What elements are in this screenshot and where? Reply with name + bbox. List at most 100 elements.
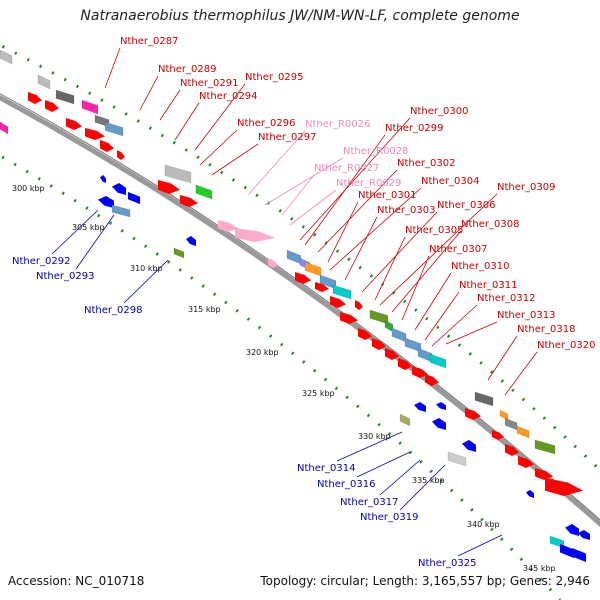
label-leaders: [51, 47, 538, 557]
forward-gene-arrow: [518, 456, 534, 468]
leader-line: [414, 272, 452, 331]
leader-line: [247, 130, 306, 196]
forward-gene-arrow: [385, 348, 399, 360]
gene-label-forward: Nther_0296: [237, 118, 295, 129]
forward-gene-arrow: [330, 296, 346, 308]
gene-label-reverse: Nther_0314: [297, 463, 355, 474]
forward-gene-arrow: [505, 444, 519, 456]
leader-line: [317, 169, 398, 253]
leader-line: [401, 255, 430, 321]
gene-label-reverse: Nther_0292: [12, 256, 70, 267]
gene-label-forward: Nther_0307: [429, 244, 487, 255]
reverse-gene-arrow: [462, 440, 476, 452]
gene-label-forward: Nther_0302: [397, 158, 455, 169]
forward-gene-arrow: [66, 118, 82, 130]
reverse-gene-arrow: [432, 418, 446, 430]
gene-label-reverse: Nther_0325: [418, 558, 476, 569]
gene-label-forward: Nther_0318: [517, 324, 575, 335]
kbp-tick-label: 310 kbp: [130, 264, 163, 273]
gene-box: [0, 49, 13, 65]
leader-line: [329, 187, 422, 271]
forward-gene-arrow: [340, 312, 358, 324]
leader-line: [289, 189, 337, 226]
leader-line: [431, 304, 478, 347]
leader-line: [361, 211, 438, 293]
reverse-gene-arrow: [436, 402, 446, 410]
gene-label-rna: Nther_R0028: [343, 146, 408, 157]
leader-line: [123, 259, 169, 304]
leader-line: [139, 75, 159, 111]
leader-line: [487, 335, 518, 381]
gene-box: [0, 121, 9, 135]
gene-label-forward: Nther_0289: [158, 64, 216, 75]
gene-label-forward: Nther_0311: [459, 280, 517, 291]
leader-line: [104, 47, 121, 89]
reverse-gene-arrow: [186, 236, 196, 246]
genome-summary: Topology: circular; Length: 3,165,557 bp…: [260, 574, 590, 588]
gene-box: [516, 425, 530, 439]
forward-gene-arrow: [268, 258, 278, 268]
kbp-tick-label: 320 kbp: [246, 348, 279, 357]
leader-line: [457, 534, 503, 557]
tick-tracks: [0, 43, 600, 600]
leader-line: [399, 464, 446, 511]
leader-line: [75, 214, 115, 270]
gene-label-forward: Nther_0309: [497, 182, 555, 193]
forward-gene-arrow: [412, 366, 428, 378]
outer-tick-track: [0, 43, 600, 472]
genome-backbone: [0, 94, 600, 527]
gene-label-forward: Nther_0303: [377, 205, 435, 216]
forward-gene-arrow: [28, 92, 42, 104]
forward-gene-arrow: [425, 374, 439, 386]
forward-gene-arrow: [100, 140, 114, 152]
leader-line: [264, 157, 344, 206]
gene-label-reverse: Nther_0317: [340, 497, 398, 508]
forward-gene-arrow: [85, 128, 105, 140]
gene-label-reverse: Nther_0293: [36, 271, 94, 282]
leader-line: [299, 117, 411, 241]
gene-box: [429, 353, 447, 369]
gene-label-reverse: Nther_0298: [84, 305, 142, 316]
gene-box: [534, 439, 556, 455]
gene-box: [164, 164, 192, 184]
forward-gene-arrow: [372, 338, 386, 350]
gene-label-rna: Nther_R0026: [305, 119, 370, 130]
leader-line: [374, 236, 406, 301]
gene-label-forward: Nther_0310: [451, 261, 509, 272]
kbp-tick-label: 315 kbp: [188, 305, 221, 314]
forward-gene-arrow: [358, 328, 372, 340]
gene-label-forward: Nther_0300: [410, 106, 468, 117]
leader-line: [344, 216, 378, 281]
gene-box: [127, 191, 141, 205]
leader-line: [424, 291, 460, 341]
gene-box: [304, 261, 322, 277]
gene-label-forward: Nther_0287: [120, 36, 178, 47]
gene-box: [37, 74, 51, 90]
forward-gene-arrow: [235, 228, 275, 242]
gene-label-forward: Nther_0308: [461, 219, 519, 230]
gene-label-rna: Nther_R0029: [336, 178, 401, 189]
leader-line: [356, 451, 411, 478]
gene-label-rna: Nther_R0027: [314, 163, 379, 174]
gene-label-reverse: Nther_0316: [317, 479, 375, 490]
reverse-gene-arrow: [578, 530, 590, 540]
leader-line: [391, 230, 462, 313]
forward-gene-arrow: [545, 478, 583, 496]
reverse-gene-arrow: [565, 524, 579, 536]
gene-box: [332, 284, 352, 300]
gene-box: [399, 413, 411, 427]
forward-gene-arrow: [355, 300, 363, 310]
map-title: Natranaerobius thermophilus JW/NM-WN-LF,…: [80, 8, 520, 24]
forward-gene-arrow: [45, 100, 59, 112]
gene-label-forward: Nther_0295: [245, 72, 303, 83]
gene-label-forward: Nther_0299: [385, 123, 443, 134]
leader-line: [379, 459, 421, 496]
inner-tick-track: [0, 154, 562, 600]
leader-line: [504, 351, 538, 396]
forward-gene-arrow: [158, 180, 180, 194]
gene-label-forward: Nther_0291: [180, 78, 238, 89]
gene-label-forward: Nther_0304: [421, 176, 479, 187]
reverse-gene-arrow: [526, 490, 534, 498]
